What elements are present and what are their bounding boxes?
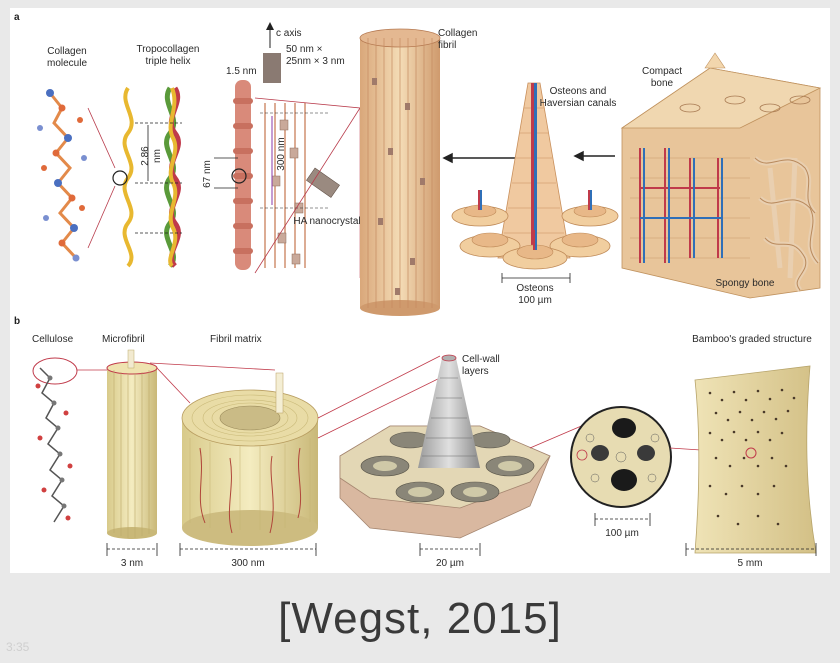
- microfibril-drawing: [106, 349, 158, 539]
- bamboo-drawing: [694, 365, 817, 554]
- label-cell-wall-layers: Cell-wall layers: [462, 354, 500, 377]
- figure-illustration: [32, 22, 822, 556]
- label-osteons: Osteons: [516, 283, 554, 294]
- triple-helix-drawing: [164, 86, 181, 268]
- osteons-drawing: [451, 82, 619, 270]
- label-collagen-molecule: Collagen molecule: [46, 46, 88, 69]
- panel-letter-b: b: [14, 316, 21, 327]
- label-67nm: 67 nm: [202, 160, 213, 188]
- label-microfibril: Microfibril: [102, 334, 145, 345]
- label-2-86nm: 2.86 nm: [140, 146, 163, 166]
- panel-letter-a: a: [14, 12, 20, 23]
- bone-block-drawing: [620, 52, 822, 299]
- label-300nm: 300 nm: [276, 137, 287, 171]
- label-ha-nanocrystal: HA nanocrystal: [293, 216, 361, 227]
- scale-300nm: 300 nm: [231, 558, 265, 569]
- label-1-5nm: 1.5 nm: [226, 66, 257, 77]
- cellulose-drawing: [32, 357, 78, 523]
- scale-5mm: 5 mm: [737, 558, 763, 569]
- label-fibril-matrix: Fibril matrix: [210, 334, 262, 345]
- cell-wall-drawing: [339, 354, 551, 539]
- collagen-fibril-drawing: [359, 28, 441, 316]
- scale-100um: 100 µm: [605, 528, 639, 539]
- citation: [Wegst, 2015]: [278, 594, 562, 643]
- label-osteons-size: 100 µm: [518, 295, 552, 306]
- beaded-fibril-drawing: [233, 80, 253, 270]
- label-cellulose: Cellulose: [32, 334, 74, 345]
- label-collagen-fibril: Collagen fibril: [438, 28, 478, 51]
- video-timestamp: 3:35: [6, 640, 30, 654]
- label-tropocollagen: Tropocollagen triple helix: [136, 44, 200, 67]
- fibril-matrix-drawing: [181, 372, 319, 546]
- collagen-molecule-drawing: [37, 89, 87, 262]
- label-compact-bone: Compact bone: [641, 66, 682, 89]
- scale-20um: 20 µm: [436, 558, 464, 569]
- micrograph-drawing: [570, 406, 672, 508]
- figure-panel: a Collagen molecule Tropocollagen triple…: [10, 8, 830, 573]
- label-spongy-bone: Spongy bone: [715, 278, 775, 289]
- label-bamboo: Bamboo's graded structure: [692, 334, 812, 345]
- scale-3nm: 3 nm: [120, 558, 144, 569]
- label-c-axis: c axis: [276, 28, 302, 39]
- label-crystal-dims: 50 nm × 25nm × 3 nm: [286, 44, 345, 67]
- label-osteons-haversian: Osteons and Haversian canals: [539, 86, 617, 109]
- zoom-circle-a1: [112, 170, 128, 186]
